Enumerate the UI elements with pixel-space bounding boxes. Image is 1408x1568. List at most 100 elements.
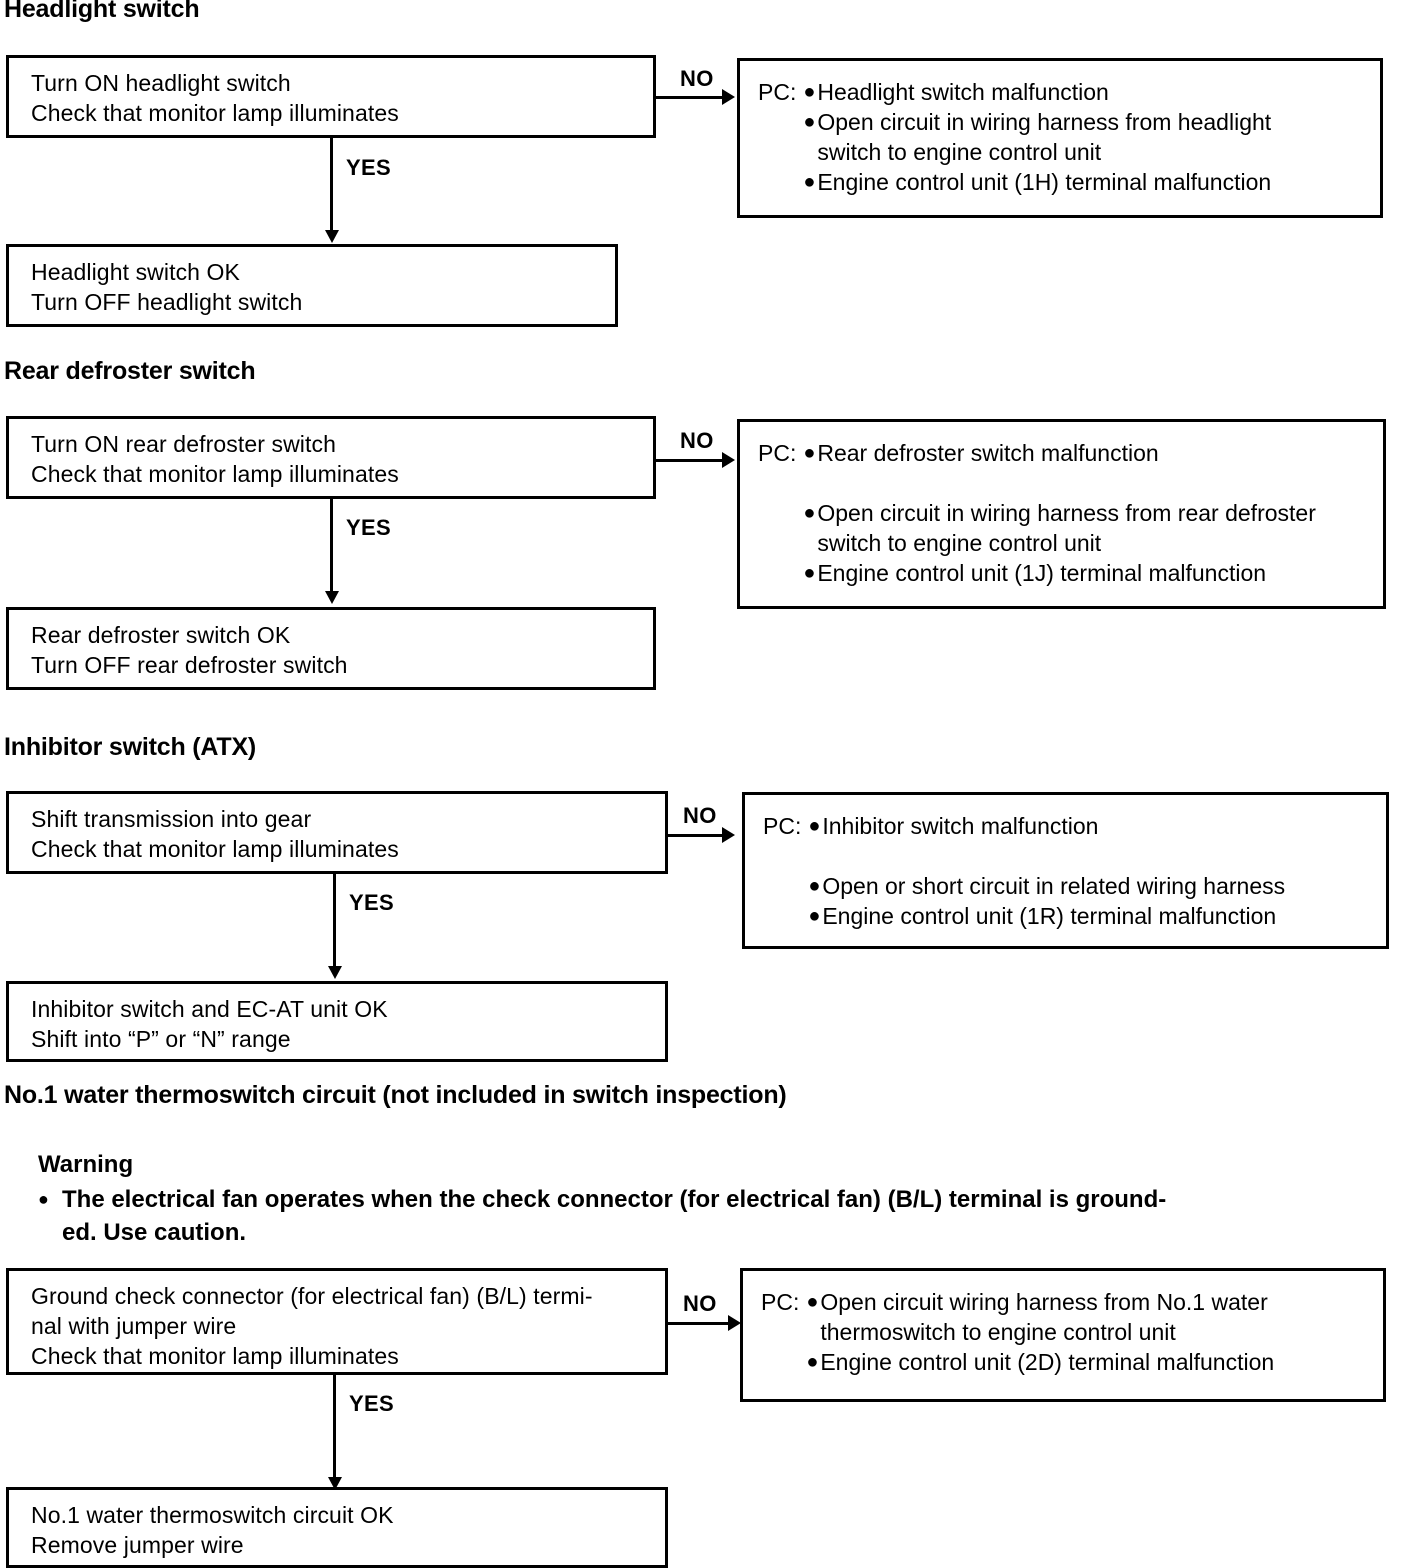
section-heading-headlight-switch: Headlight switch — [4, 0, 200, 23]
check-box-rear-defroster-line1: Turn ON rear defroster switch — [31, 431, 336, 457]
no-label-headlight: NO — [680, 66, 714, 91]
pc-items-water-thermoswitch: ● Open circuit wiring harness from No.1 … — [806, 1287, 1383, 1377]
pc-item-line: Open or short circuit in related wiring … — [822, 873, 1286, 899]
section-heading-water-thermoswitch: No.1 water thermoswitch circuit (not inc… — [4, 1081, 787, 1109]
pc-item: ● Engine control unit (1R) terminal malf… — [808, 901, 1386, 931]
warning-item: ● The electrical fan operates when the c… — [38, 1183, 1398, 1249]
check-box-rear-defroster-text: Turn ON rear defroster switch Check that… — [9, 419, 653, 489]
pc-item-line: Engine control unit (1J) terminal malfun… — [817, 560, 1267, 586]
yes-label-water-thermoswitch: YES — [349, 1391, 394, 1416]
result-box-rear-defroster: Rear defroster switch OK Turn OFF rear d… — [6, 607, 656, 690]
check-box-headlight-line2: Check that monitor lamp illuminates — [31, 100, 399, 126]
check-box-rear-defroster: Turn ON rear defroster switch Check that… — [6, 416, 656, 499]
pc-items-rear-defroster: ● Rear defroster switch malfunction ● Op… — [803, 438, 1383, 588]
pc-item: ● Headlight switch malfunction — [803, 77, 1380, 107]
pc-item-line: Engine control unit (1R) terminal malfun… — [822, 903, 1277, 929]
warning-line: The electrical fan operates when the che… — [62, 1186, 1167, 1213]
pc-item: ● Engine control unit (1H) terminal malf… — [803, 167, 1380, 197]
no-connector-line-rear-defroster — [656, 459, 722, 462]
pc-item-line: switch to engine control unit — [817, 139, 1102, 165]
pc-item: ● Open circuit in wiring harness from he… — [803, 107, 1380, 167]
pc-box-inhibitor: PC: ● Inhibitor switch malfunction ● Ope… — [742, 792, 1389, 949]
yes-label-headlight: YES — [346, 155, 391, 180]
check-box-water-thermoswitch-line1: Ground check connector (for electrical f… — [31, 1283, 593, 1309]
bullet-icon: ● — [806, 1291, 819, 1313]
warning-title: Warning — [38, 1151, 134, 1178]
pc-label-inhibitor: PC: — [763, 813, 802, 839]
result-box-water-thermoswitch-line2: Remove jumper wire — [31, 1532, 244, 1558]
pc-item: ● Engine control unit (1J) terminal malf… — [803, 558, 1383, 588]
pc-item: ● Open or short circuit in related wirin… — [808, 871, 1386, 901]
result-box-headlight-text: Headlight switch OK Turn OFF headlight s… — [9, 247, 615, 317]
bullet-icon: ● — [806, 1351, 819, 1373]
bullet-icon: ● — [803, 442, 816, 464]
pc-box-rear-defroster: PC: ● Rear defroster switch malfunction … — [737, 419, 1386, 609]
check-box-water-thermoswitch: Ground check connector (for electrical f… — [6, 1268, 668, 1375]
pc-item: ● Open circuit wiring harness from No.1 … — [806, 1287, 1383, 1347]
pc-item-line: Engine control unit (1H) terminal malfun… — [817, 169, 1272, 195]
bullet-icon: ● — [803, 111, 816, 133]
check-box-inhibitor-text: Shift transmission into gear Check that … — [9, 794, 665, 864]
pc-label-rear-defroster: PC: — [758, 440, 797, 466]
pc-spacer — [803, 468, 1383, 498]
no-connector-line-headlight — [656, 96, 722, 99]
bullet-icon: ● — [808, 875, 821, 897]
pc-item: ● Inhibitor switch malfunction — [808, 811, 1386, 841]
yes-arrow-rear-defroster — [325, 591, 339, 604]
check-box-headlight-text: Turn ON headlight switch Check that moni… — [9, 58, 653, 128]
check-box-headlight-line1: Turn ON headlight switch — [31, 70, 291, 96]
bullet-icon: ● — [808, 815, 821, 837]
yes-arrow-water-thermoswitch — [328, 1477, 342, 1490]
pc-box-headlight: PC: ● Headlight switch malfunction ● Ope… — [737, 58, 1383, 218]
pc-item-line: switch to engine control unit — [817, 530, 1102, 556]
result-box-water-thermoswitch-text: No.1 water thermoswitch circuit OK Remov… — [9, 1490, 665, 1560]
result-box-water-thermoswitch-line1: No.1 water thermoswitch circuit OK — [31, 1502, 394, 1528]
yes-connector-line-water-thermoswitch — [333, 1375, 336, 1479]
check-box-rear-defroster-line2: Check that monitor lamp illuminates — [31, 461, 399, 487]
no-arrow-inhibitor — [722, 827, 735, 843]
pc-item-line: Engine control unit (2D) terminal malfun… — [820, 1349, 1275, 1375]
pc-box-water-thermoswitch: PC: ● Open circuit wiring harness from N… — [740, 1268, 1386, 1402]
pc-items-headlight: ● Headlight switch malfunction ● Open ci… — [803, 77, 1380, 197]
no-arrow-water-thermoswitch — [728, 1315, 741, 1331]
bullet-icon: ● — [808, 905, 821, 927]
pc-items-inhibitor: ● Inhibitor switch malfunction ● Open or… — [808, 811, 1386, 931]
pc-item: ● Engine control unit (2D) terminal malf… — [806, 1347, 1383, 1377]
warning-line: ed. Use caution. — [62, 1219, 247, 1246]
pc-item-line: Inhibitor switch malfunction — [822, 813, 1099, 839]
result-box-rear-defroster-text: Rear defroster switch OK Turn OFF rear d… — [9, 610, 653, 680]
yes-arrow-headlight — [325, 230, 339, 243]
result-box-water-thermoswitch: No.1 water thermoswitch circuit OK Remov… — [6, 1487, 668, 1568]
pc-item-line: Headlight switch malfunction — [817, 79, 1109, 105]
pc-item-line: Rear defroster switch malfunction — [817, 440, 1159, 466]
yes-label-rear-defroster: YES — [346, 515, 391, 540]
pc-item-line: Open circuit in wiring harness from rear… — [817, 500, 1316, 526]
bullet-icon: ● — [803, 502, 816, 524]
section-heading-inhibitor-switch: Inhibitor switch (ATX) — [4, 733, 257, 761]
warning-block: Warning ● The electrical fan operates wh… — [38, 1148, 1398, 1249]
pc-item-line: thermoswitch to engine control unit — [820, 1319, 1176, 1345]
section-heading-rear-defroster-switch: Rear defroster switch — [4, 357, 256, 385]
pc-item-line: Open circuit in wiring harness from head… — [817, 109, 1272, 135]
yes-connector-line-headlight — [330, 138, 333, 232]
result-box-headlight-line2: Turn OFF headlight switch — [31, 289, 303, 315]
result-box-headlight: Headlight switch OK Turn OFF headlight s… — [6, 244, 618, 327]
no-connector-line-water-thermoswitch — [668, 1322, 728, 1325]
check-box-water-thermoswitch-line3: Check that monitor lamp illuminates — [31, 1343, 399, 1369]
result-box-inhibitor: Inhibitor switch and EC-AT unit OK Shift… — [6, 981, 668, 1062]
check-box-water-thermoswitch-text: Ground check connector (for electrical f… — [9, 1271, 665, 1371]
result-box-inhibitor-line2: Shift into “P” or “N” range — [31, 1026, 291, 1052]
bullet-icon: ● — [803, 171, 816, 193]
yes-connector-line-rear-defroster — [330, 499, 333, 593]
bullet-icon: ● — [38, 1189, 49, 1209]
result-box-inhibitor-text: Inhibitor switch and EC-AT unit OK Shift… — [9, 984, 665, 1054]
pc-label-headlight: PC: — [758, 79, 797, 105]
check-box-inhibitor-line1: Shift transmission into gear — [31, 806, 312, 832]
result-box-headlight-line1: Headlight switch OK — [31, 259, 240, 285]
result-box-rear-defroster-line2: Turn OFF rear defroster switch — [31, 652, 348, 678]
check-box-inhibitor: Shift transmission into gear Check that … — [6, 791, 668, 874]
pc-spacer — [808, 841, 1386, 871]
no-arrow-rear-defroster — [722, 452, 735, 468]
pc-item: ● Open circuit in wiring harness from re… — [803, 498, 1383, 558]
